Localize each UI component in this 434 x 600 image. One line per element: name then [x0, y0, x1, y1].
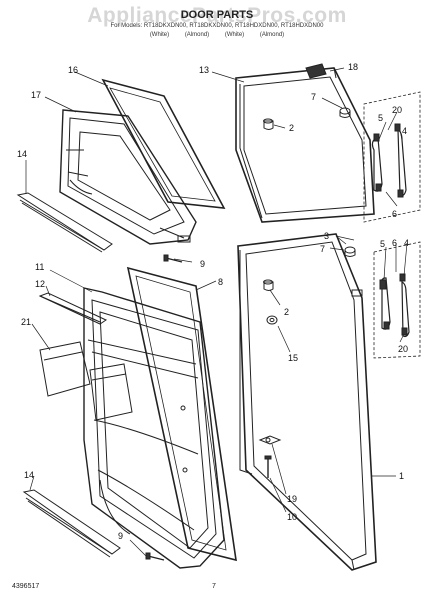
freezer-door-liner	[59, 109, 197, 245]
callout-2a: 2	[289, 123, 294, 133]
callout-9a: 9	[200, 259, 205, 269]
callout-10: 10	[287, 512, 297, 522]
callout-4a: 4	[402, 126, 407, 136]
fresh-food-door-shelf	[22, 489, 121, 558]
callout-13: 13	[199, 65, 209, 75]
watermark: AppliancePartsPros.com	[87, 4, 347, 27]
callout-9b: 9	[118, 531, 123, 541]
page-title: DOOR PARTS	[180, 9, 254, 21]
callout-7b: 7	[320, 244, 325, 254]
callout-3: 3	[324, 231, 329, 241]
callout-14b: 14	[24, 470, 34, 480]
bottom-hinge	[258, 435, 282, 445]
hinge-cover-top	[339, 107, 351, 115]
fresh-food-door-liner	[39, 287, 225, 569]
callout-12: 12	[35, 279, 45, 289]
freezer-door-panel	[235, 67, 375, 223]
page-number: 7	[212, 583, 216, 590]
fresh-food-handle-assembly	[373, 241, 421, 359]
screw-top	[163, 254, 183, 263]
callout-19: 19	[287, 494, 297, 504]
callout-15: 15	[288, 353, 298, 363]
hinge-cover-mid	[344, 246, 356, 254]
callout-5a: 5	[378, 113, 383, 123]
plug-mid	[263, 281, 274, 291]
leader-lines	[25, 67, 408, 557]
callout-4b: 4	[404, 238, 409, 248]
seal-strip	[38, 292, 108, 325]
callout-14a: 14	[17, 149, 27, 159]
callout-labels: 16 17 14 13 18 7 2 5 20 4 6 3 9 8 11 12 …	[17, 62, 409, 541]
model-list: For Models: RT18DKXDN00, RT18DKXDN00, RT…	[110, 23, 324, 29]
callout-20a: 20	[392, 105, 402, 115]
callout-2b: 2	[284, 307, 289, 317]
callout-5b: 5	[380, 239, 385, 249]
callout-1: 1	[399, 471, 404, 481]
fresh-food-gasket	[126, 266, 237, 562]
callout-16: 16	[68, 65, 78, 75]
screw-bottom	[264, 455, 272, 478]
callout-6a: 6	[392, 209, 397, 219]
callout-8: 8	[218, 277, 223, 287]
finish-list: (White) (Almond) (White) (Almond)	[149, 32, 285, 38]
callout-18: 18	[348, 62, 358, 72]
nameplate	[305, 63, 327, 79]
plug-top	[263, 120, 274, 130]
callout-21: 21	[21, 317, 31, 327]
freezer-door-shelf	[16, 192, 113, 253]
callout-17: 17	[31, 90, 41, 100]
document-number: 4396517	[12, 583, 40, 590]
callout-7a: 7	[311, 92, 316, 102]
door-bin-left	[39, 341, 91, 397]
callout-6b: 6	[392, 238, 397, 248]
fresh-food-door-panel	[237, 233, 377, 571]
callout-11: 11	[35, 262, 44, 272]
hole-plug	[266, 315, 278, 325]
callout-20b: 20	[398, 344, 408, 354]
door-bin-right	[89, 363, 133, 421]
